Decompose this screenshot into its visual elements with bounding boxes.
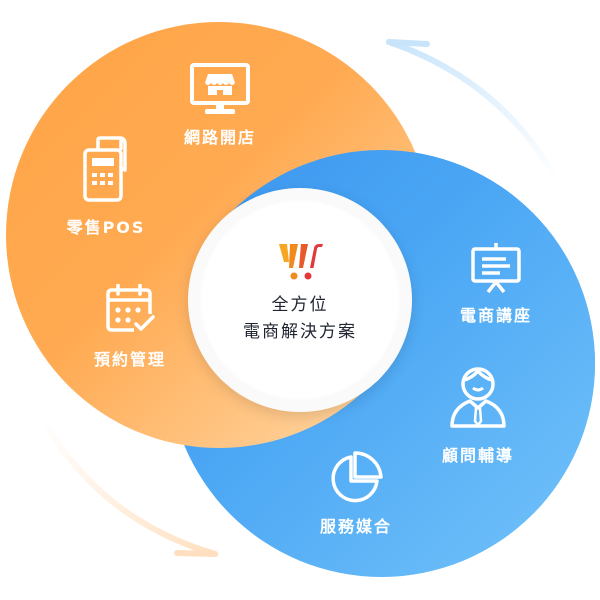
consultant-person-icon	[450, 367, 506, 428]
item-booking-management[interactable]: 預約管理	[80, 284, 180, 370]
item-label: 預約管理	[93, 350, 166, 369]
item-label: 服務媒合	[319, 517, 392, 536]
item-online-store[interactable]: 網路開店	[170, 62, 270, 148]
center-title-line2: 電商解決方案	[243, 322, 357, 342]
item-consulting[interactable]: 顧問輔導	[428, 364, 528, 466]
online-store-monitor-icon	[190, 63, 250, 114]
pie-chart-icon	[331, 451, 383, 503]
shopping-cart-logo-icon	[279, 244, 323, 280]
presentation-board-icon	[471, 243, 521, 294]
item-label: 顧問輔導	[441, 446, 514, 465]
item-service-matching[interactable]: 服務媒合	[306, 451, 406, 537]
item-retail-pos[interactable]: 零售POS	[56, 136, 156, 238]
center-hub	[198, 198, 402, 402]
calendar-check-icon	[106, 284, 155, 332]
item-label: 電商講座	[459, 306, 532, 325]
pos-terminal-icon	[83, 136, 127, 202]
center-title: 全方位 電商解決方案	[200, 292, 400, 346]
item-label: 零售POS	[66, 218, 146, 237]
item-ecommerce-seminar[interactable]: 電商講座	[446, 242, 546, 326]
center-title-line1: 全方位	[271, 295, 329, 315]
item-label: 網路開店	[183, 128, 256, 147]
